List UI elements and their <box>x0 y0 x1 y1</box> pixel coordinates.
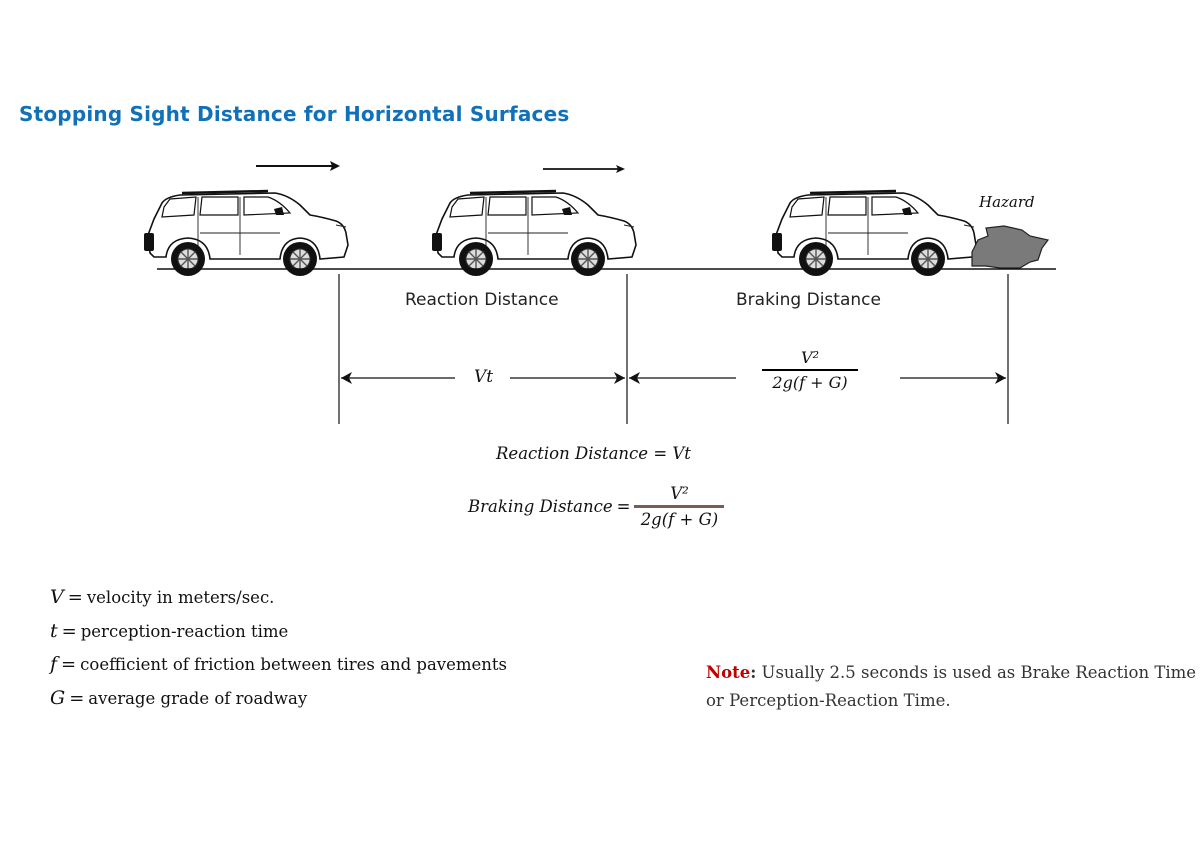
reaction-formula: Vt <box>474 367 494 387</box>
braking-formula-eq: = <box>616 497 631 516</box>
note-label: Note <box>706 663 751 682</box>
braking-distance-label: Braking Distance <box>736 290 881 310</box>
direction-arrow-icon <box>543 165 625 173</box>
braking-formula-lhs: Braking Distance <box>468 497 613 516</box>
braking-formula: V² 2g(f + G) <box>762 348 858 392</box>
suv-car-icon <box>430 189 638 278</box>
suv-car-icon <box>142 189 350 278</box>
note-box: Note: Usually 2.5 seconds is used as Bra… <box>706 659 1196 715</box>
direction-arrow-icon <box>256 161 340 171</box>
legend-item-grade: G=average grade of roadway <box>50 687 308 709</box>
reaction-formula-eq: = <box>653 444 668 463</box>
note-line-2: or Perception-Reaction Time. <box>706 691 951 710</box>
reaction-formula-lhs: Reaction Distance <box>496 444 649 463</box>
legend-item-time: t=perception-reaction time <box>50 620 289 642</box>
braking-formula-numerator: V² <box>801 348 819 367</box>
reaction-distance-formula: Reaction Distance = Vt <box>496 444 691 463</box>
braking-formula-denominator: 2g(f + G) <box>772 373 848 392</box>
suv-car-icon <box>770 189 978 278</box>
hazard-rock-icon <box>971 225 1050 269</box>
braking-formula-main-denominator: 2g(f + G) <box>640 510 719 529</box>
legend-item-velocity: V=velocity in meters/sec. <box>50 586 275 608</box>
reaction-distance-label: Reaction Distance <box>405 290 559 310</box>
legend-item-friction: f=coefficient of friction between tires … <box>50 653 508 675</box>
hazard-label: Hazard <box>979 193 1035 211</box>
note-line-1: Note: Usually 2.5 seconds is used as Bra… <box>706 663 1197 682</box>
braking-formula-main-numerator: V² <box>670 484 689 503</box>
braking-distance-formula: Braking Distance = V² 2g(f + G) <box>468 484 725 529</box>
reaction-formula-rhs: Vt <box>672 444 691 463</box>
page-title: Stopping Sight Distance for Horizontal S… <box>19 102 570 126</box>
